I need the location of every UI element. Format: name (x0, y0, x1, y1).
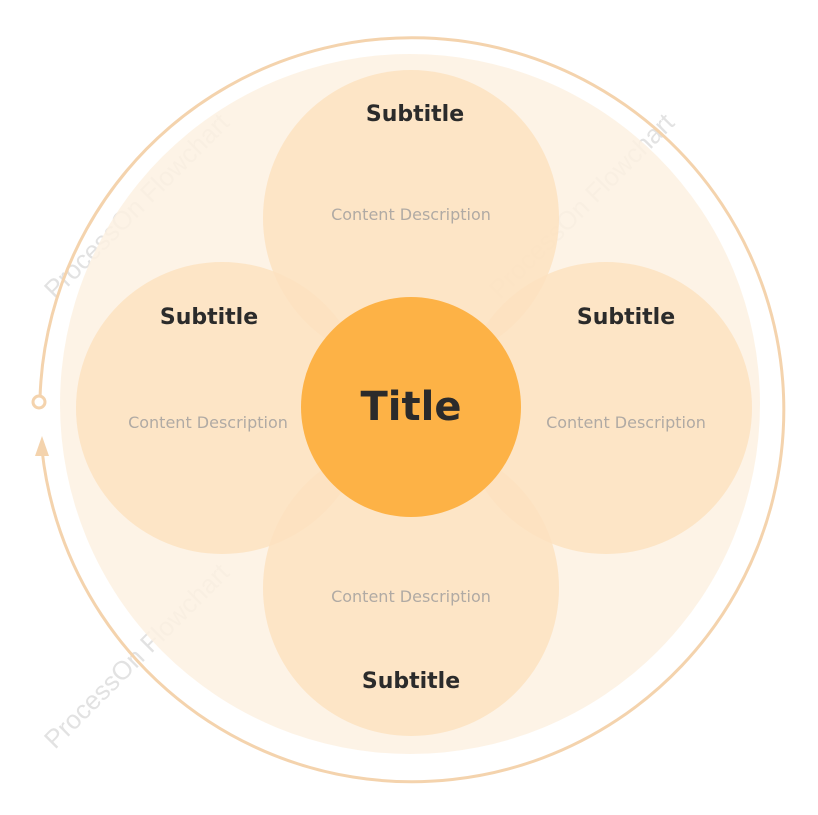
petal-top-description: Content Description (331, 205, 491, 224)
petal-right-description: Content Description (546, 413, 706, 432)
petal-bottom-description: Content Description (331, 587, 491, 606)
petal-left (76, 262, 368, 554)
petal-bottom (263, 440, 559, 736)
petal-top (263, 70, 559, 366)
ring-arrow-up-icon (35, 436, 49, 456)
cycle-ring-arc (38, 36, 786, 784)
petal-left-subtitle: Subtitle (160, 305, 258, 330)
petal-left-description: Content Description (128, 413, 288, 432)
ring-start-dot-icon (31, 394, 47, 410)
center-circle (301, 297, 521, 517)
petal-right (460, 262, 752, 554)
cycle-ring (31, 36, 786, 784)
petal-right-subtitle: Subtitle (577, 305, 675, 330)
center-title: Title (361, 384, 462, 430)
petal-bottom-subtitle: Subtitle (362, 669, 460, 694)
petal-top-subtitle: Subtitle (366, 102, 464, 127)
petals (76, 70, 752, 736)
